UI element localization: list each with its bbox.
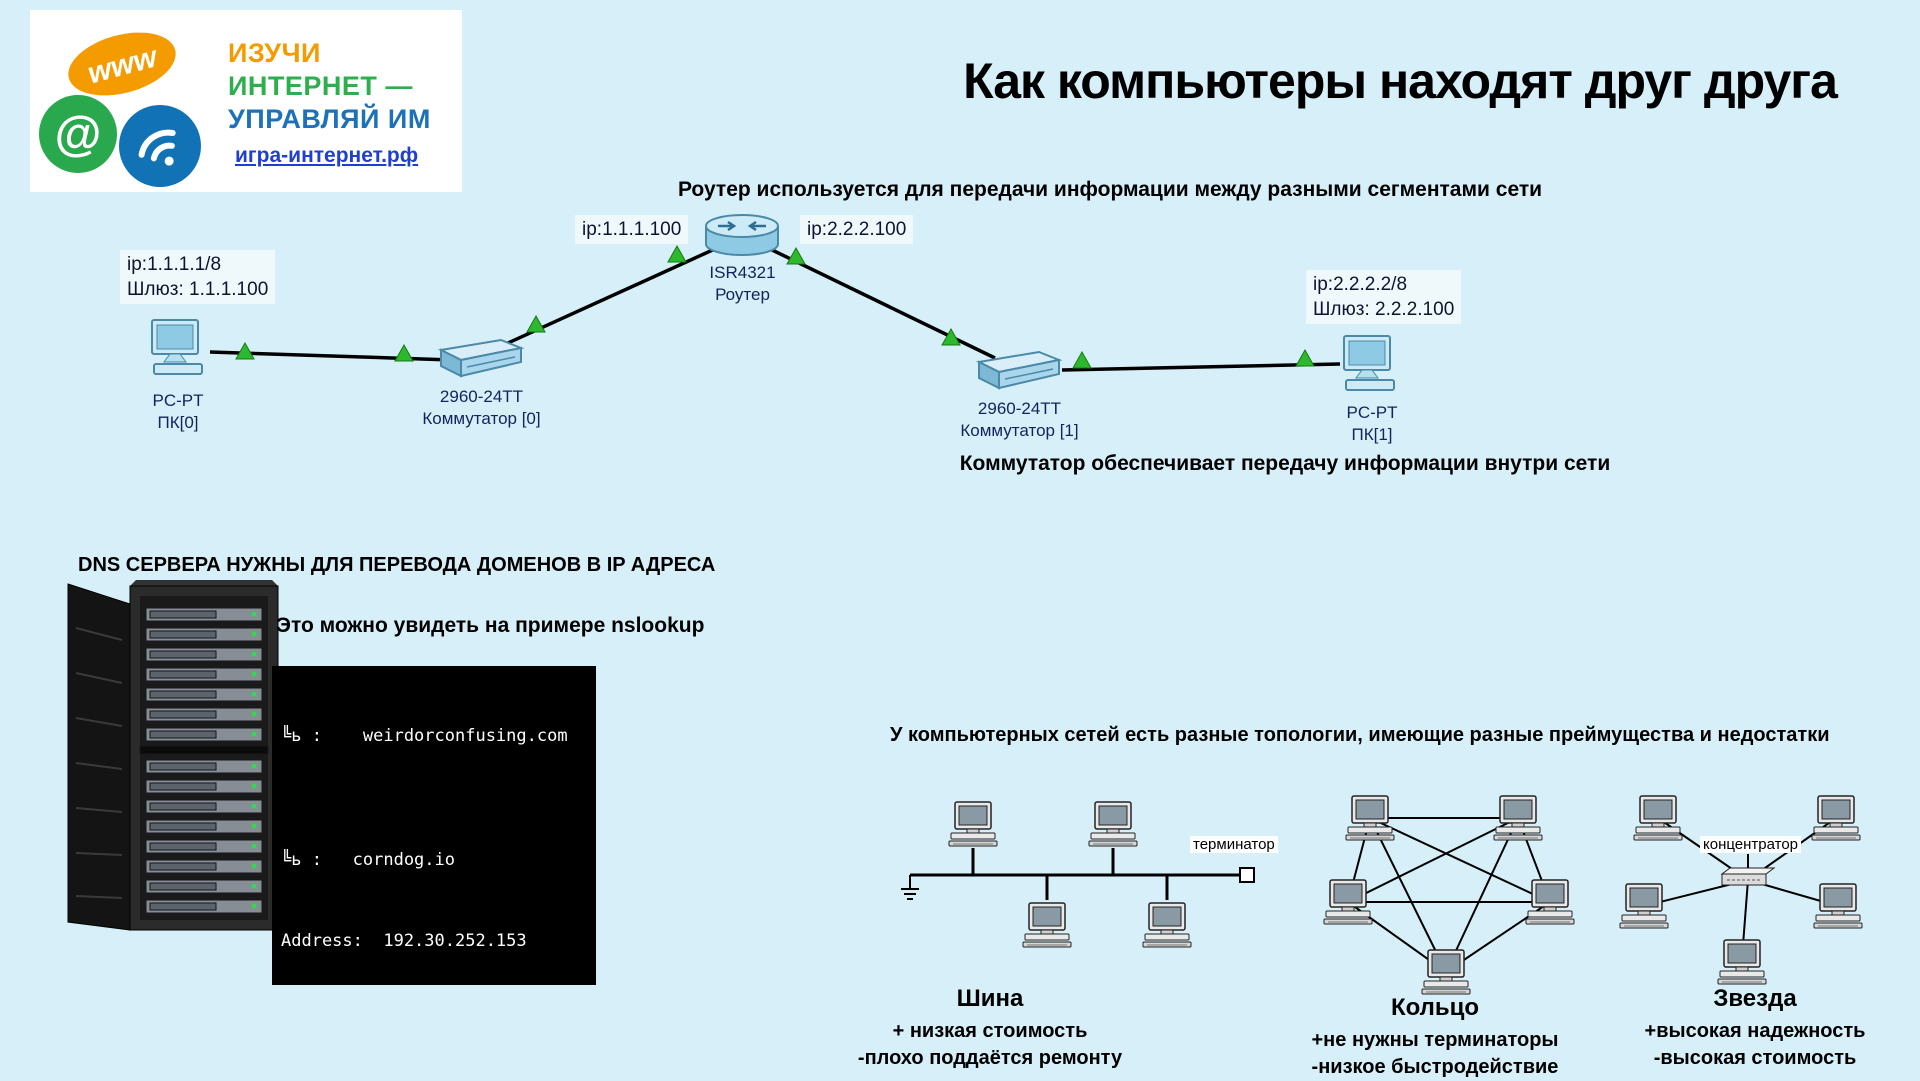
router-icon bbox=[700, 212, 784, 265]
topology-con: -низкое быстродействие bbox=[1311, 1056, 1559, 1078]
topology-pro: + низкая стоимость bbox=[892, 1020, 1088, 1042]
terminator-label: терминатор bbox=[1190, 836, 1278, 853]
dns-heading: DNS СЕРВЕРА НУЖНЫ ДЛЯ ПЕРЕВОДА ДОМЕНОВ В… bbox=[78, 554, 716, 576]
link-status-arrow bbox=[667, 244, 687, 263]
pc1-icon bbox=[1338, 334, 1402, 401]
pc1-ip-label: ip:2.2.2.2/8 Шлюз: 2.2.2.100 bbox=[1306, 270, 1462, 324]
topology-con: -плохо поддаётся ремонту bbox=[857, 1047, 1123, 1069]
star-topology-diagram bbox=[1619, 795, 1863, 985]
device-name: Коммутатор [0] bbox=[422, 409, 541, 428]
mini-computer-icon bbox=[1811, 795, 1861, 841]
link-status-arrow bbox=[394, 343, 414, 362]
pc1-label: PC-PT ПК[1] bbox=[1312, 402, 1432, 446]
pc0-label: PC-PT ПК[0] bbox=[118, 390, 238, 434]
logo-line-1: ИЗУЧИ bbox=[228, 38, 321, 68]
link-status-arrow bbox=[1295, 348, 1315, 367]
topology-con: -высокая стоимость bbox=[1653, 1047, 1857, 1069]
logo-line-2: ИНТЕРНЕТ — bbox=[228, 71, 413, 101]
www-globe-icon: www bbox=[68, 32, 176, 96]
logo-graphic: www @ bbox=[39, 32, 201, 187]
router-note: Роутер используется для передачи информа… bbox=[677, 178, 1543, 201]
bus-caption: Шина + низкая стоимость -плохо поддаётся… bbox=[845, 985, 1135, 1072]
topology-pro: +высокая надежность bbox=[1644, 1020, 1866, 1042]
topologies-heading: У компьютерных сетей есть разные тополог… bbox=[890, 724, 1830, 746]
ring-caption: Кольцо +не нужны терминаторы -низкое быс… bbox=[1285, 994, 1585, 1081]
hub-label: концентратор bbox=[1700, 836, 1802, 853]
mini-computer-icon bbox=[1717, 939, 1767, 985]
at-sign-icon bbox=[39, 95, 117, 173]
mini-computer-icon bbox=[1633, 795, 1683, 841]
topology-name: Звезда bbox=[1713, 985, 1797, 1012]
device-model: PC-PT bbox=[1346, 403, 1398, 422]
switch1-icon bbox=[973, 348, 1065, 397]
terminator-square bbox=[1239, 867, 1255, 883]
terminal-line: ╚ь : weirdorconfusing.com bbox=[281, 726, 568, 746]
topology-pro: +не нужны терминаторы bbox=[1311, 1029, 1559, 1051]
nslookup-terminal-2: ╚ь : corndog.io Address: 192.30.252.153 bbox=[272, 790, 596, 985]
device-model: 2960-24TT bbox=[439, 387, 524, 406]
site-link[interactable]: игра-интернет.рф bbox=[235, 144, 419, 167]
device-model: ISR4321 bbox=[709, 263, 776, 282]
hub-icon bbox=[1720, 867, 1776, 886]
link-status-arrow bbox=[1072, 350, 1092, 369]
mini-computer-icon bbox=[1088, 801, 1138, 847]
topology-name: Шина bbox=[956, 985, 1024, 1012]
at-sign-glyph: @ bbox=[55, 108, 102, 161]
mini-computer-icon bbox=[1421, 949, 1471, 995]
device-model: PC-PT bbox=[152, 391, 204, 410]
pc0-ip-label: ip:1.1.1.1/8 Шлюз: 1.1.1.100 bbox=[120, 250, 276, 304]
device-name: ПК[1] bbox=[1351, 425, 1393, 444]
server-rack-image bbox=[66, 578, 282, 943]
terminal-line: Address: 192.30.252.153 bbox=[281, 931, 527, 951]
ip-line: ip:2.2.2.2/8 bbox=[1313, 274, 1408, 295]
page-title: Как компьютеры находят друг друга bbox=[963, 53, 1838, 109]
mini-computer-icon bbox=[1813, 883, 1863, 929]
device-name: Коммутатор [1] bbox=[960, 421, 1079, 440]
switch0-label: 2960-24TT Коммутатор [0] bbox=[394, 386, 569, 430]
or-label: ИЛИ bbox=[409, 744, 459, 770]
ip-line: ip:1.1.1.1/8 bbox=[127, 254, 222, 275]
link-status-arrow bbox=[786, 246, 806, 265]
device-name: ПК[0] bbox=[157, 413, 199, 432]
mini-computer-icon bbox=[1022, 902, 1072, 948]
switch1-label: 2960-24TT Коммутатор [1] bbox=[932, 398, 1107, 442]
mini-computer-icon bbox=[1619, 883, 1669, 929]
gateway-line: Шлюз: 1.1.1.100 bbox=[127, 279, 269, 300]
router-left-ip-label: ip:1.1.1.100 bbox=[575, 215, 689, 244]
logo-panel: www @ ИЗУЧИ ИНТЕРНЕТ — УПРАВЛЯЙ ИМ игра-… bbox=[30, 10, 462, 192]
link-status-arrow bbox=[941, 327, 961, 346]
bus-topology-diagram bbox=[901, 801, 1255, 948]
link-status-arrow bbox=[235, 341, 255, 360]
router-label: ISR4321 Роутер bbox=[690, 262, 795, 306]
ground-icon bbox=[901, 875, 919, 900]
mini-computer-icon bbox=[1493, 795, 1543, 841]
logo-line-3: УПРАВЛЯЙ ИМ bbox=[228, 104, 431, 134]
star-caption: Звезда +высокая надежность -высокая стои… bbox=[1605, 985, 1905, 1072]
mini-computer-icon bbox=[1345, 795, 1395, 841]
mini-computer-icon bbox=[1323, 879, 1373, 925]
mini-computer-icon bbox=[948, 801, 998, 847]
device-model: 2960-24TT bbox=[977, 399, 1062, 418]
topology-name: Кольцо bbox=[1390, 994, 1480, 1021]
mini-computer-icon bbox=[1142, 902, 1192, 948]
device-name: Роутер bbox=[715, 285, 770, 304]
dns-subheading: Это можно увидеть на примере nslookup bbox=[276, 614, 705, 637]
link-status-arrow bbox=[526, 314, 546, 333]
gateway-line: Шлюз: 2.2.2.100 bbox=[1313, 299, 1455, 320]
router-right-ip-label: ip:2.2.2.100 bbox=[800, 215, 914, 244]
mini-computer-icon bbox=[1525, 879, 1575, 925]
ring-topology-diagram bbox=[1323, 795, 1575, 995]
pc0-icon bbox=[146, 318, 210, 385]
terminal-line: ╚ь : corndog.io bbox=[281, 850, 455, 870]
switch-note: Коммутатор обеспечивает передачу информа… bbox=[959, 452, 1611, 475]
wifi-arcs bbox=[138, 129, 176, 166]
switch0-icon bbox=[435, 336, 527, 385]
